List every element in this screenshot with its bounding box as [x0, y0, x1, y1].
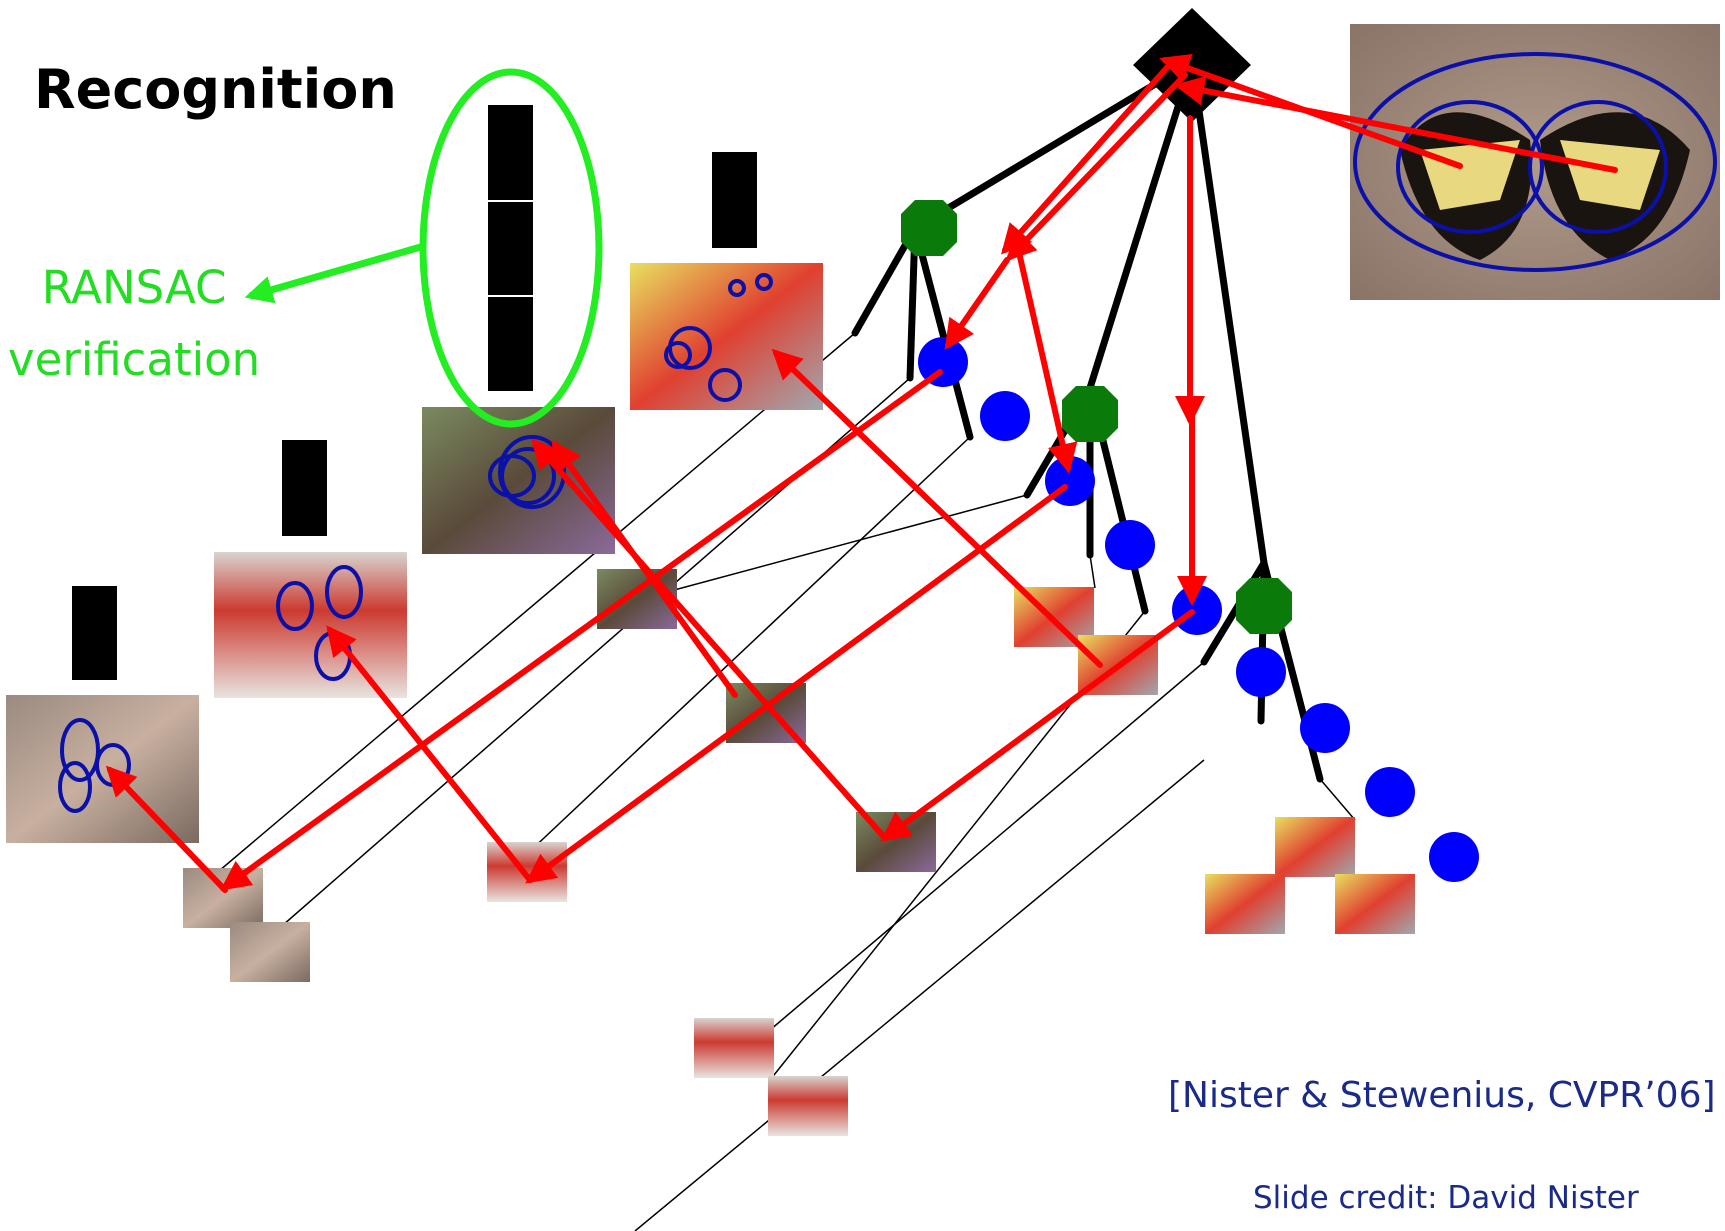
ransac-group	[244, 68, 603, 428]
thumbnail-image	[1335, 874, 1415, 934]
leaf-node	[1300, 703, 1350, 753]
ransac-arrow	[244, 242, 425, 304]
internal-node-3	[1236, 578, 1292, 634]
score-bar	[712, 152, 757, 248]
internal-node-2	[1062, 386, 1118, 442]
db-image-face	[6, 695, 199, 843]
score-bar	[488, 105, 533, 201]
score-bar	[282, 440, 327, 536]
ransac-label-line1: RANSAC	[41, 261, 227, 314]
thumbnail-image	[694, 1018, 774, 1078]
internal-node-1	[901, 200, 957, 256]
inverted-file-lines	[199, 332, 1356, 1231]
leaf-node	[1429, 832, 1479, 882]
leaf-node	[1236, 647, 1286, 697]
thumbnail-image	[183, 868, 263, 928]
leaf-node	[1172, 585, 1222, 635]
score-bar	[488, 296, 533, 391]
thumbnail-image	[230, 922, 310, 982]
thumbnail-image	[768, 1076, 848, 1136]
db-image-flower	[422, 407, 615, 554]
leaf-nodes	[918, 337, 1479, 882]
query-image	[1350, 24, 1720, 300]
score-bar	[72, 586, 117, 680]
leaf-node	[1365, 767, 1415, 817]
db-image-duck	[630, 263, 823, 410]
slide-credit: Slide credit: David Nister	[1253, 1180, 1639, 1216]
thumbnail-image	[1205, 874, 1285, 934]
ransac-label: RANSAC verification	[8, 252, 260, 396]
leaf-node	[1105, 520, 1155, 570]
db-image-box	[214, 552, 407, 698]
root-node	[1133, 8, 1251, 122]
citation: [Nister & Stewenius, CVPR’06]	[1168, 1075, 1716, 1116]
ransac-label-line2: verification	[8, 333, 261, 386]
red-arrows	[105, 53, 1618, 893]
slide-title: Recognition	[34, 58, 397, 121]
thumbnail-image	[1275, 817, 1355, 877]
leaf-node	[980, 391, 1030, 441]
score-bar	[488, 201, 533, 296]
internal-nodes	[901, 200, 1292, 634]
